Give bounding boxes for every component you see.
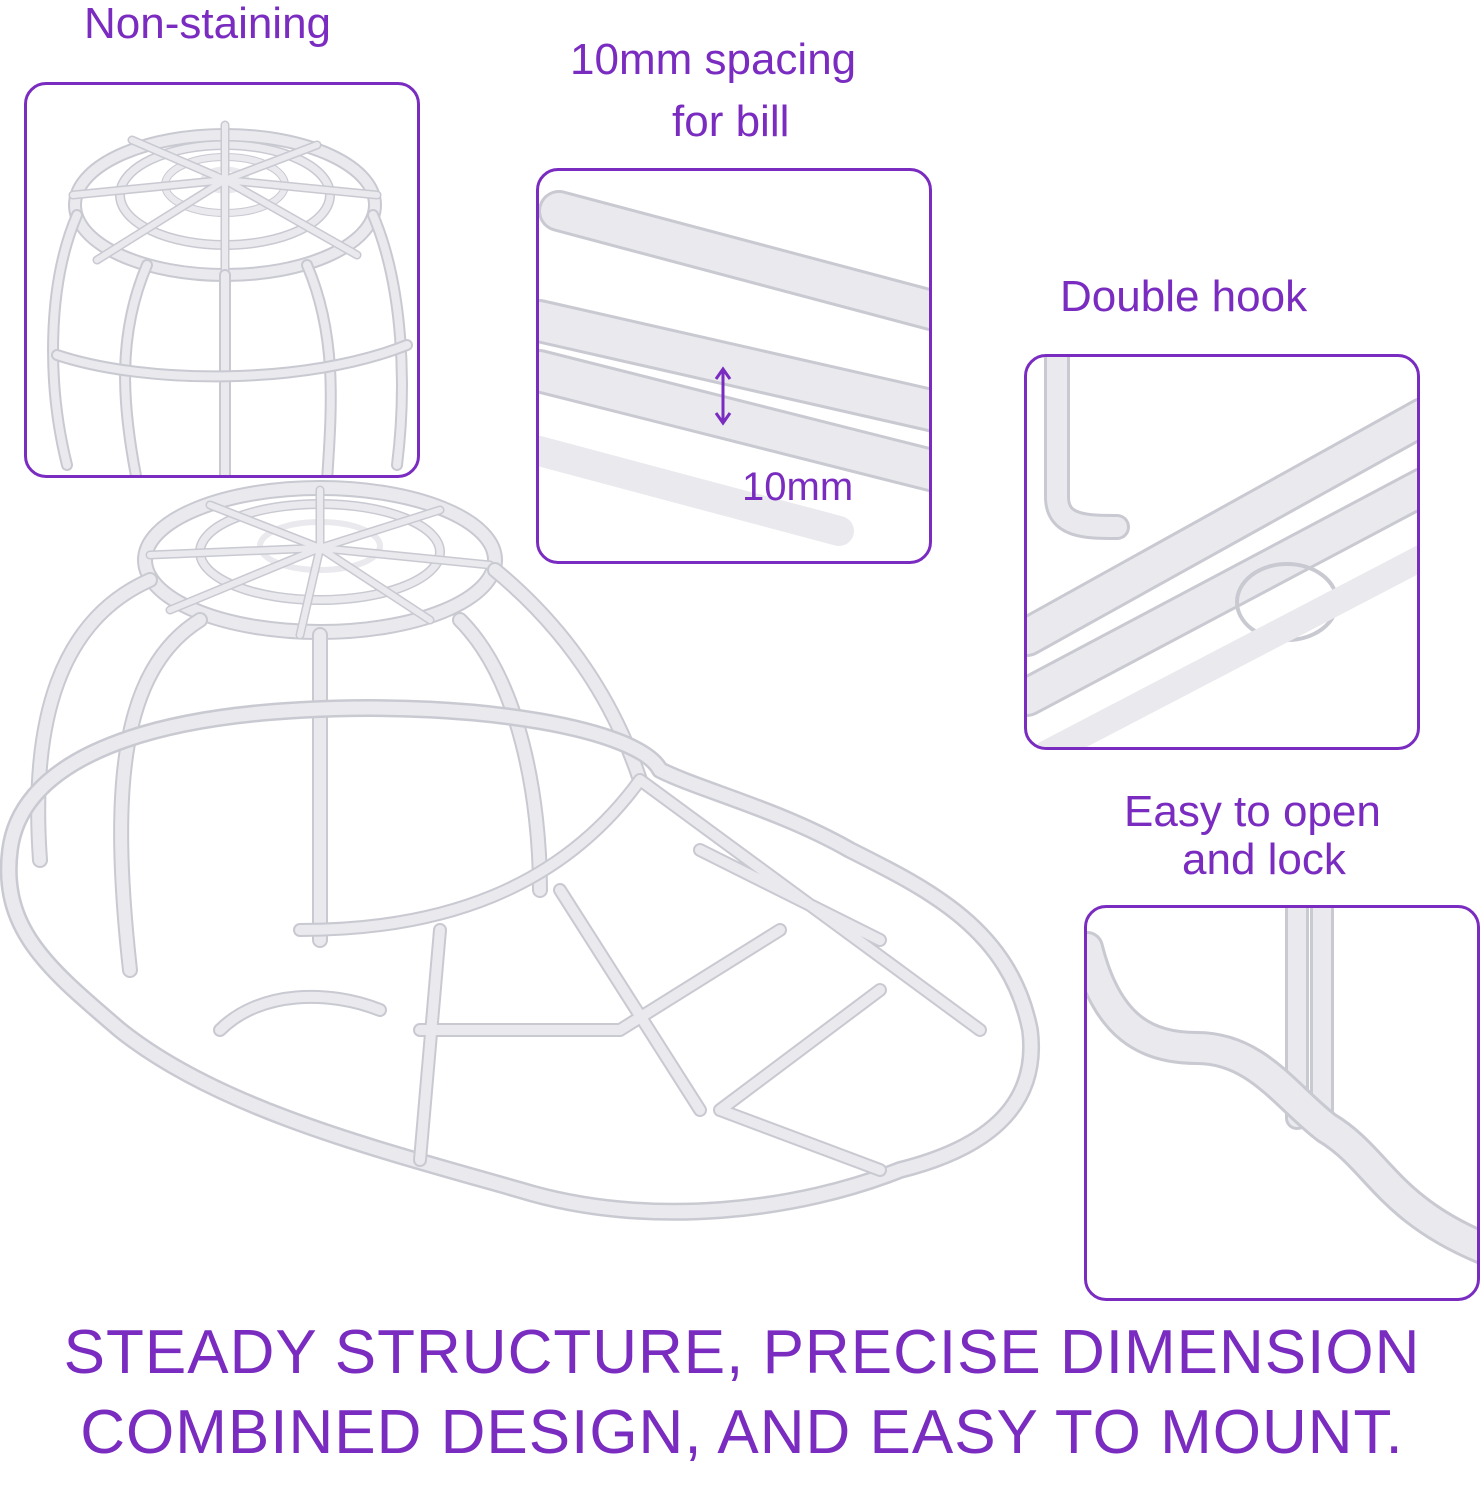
caption-line-2: COMBINED DESIGN, AND EASY TO MOUNT. xyxy=(80,1398,1404,1467)
lock-closeup-image xyxy=(1087,908,1477,1264)
caption-line-1: STEADY STRUCTURE, PRECISE DIMENSION xyxy=(63,1318,1421,1387)
label-spacing-line2: for bill xyxy=(672,97,790,146)
crown-closeup-image xyxy=(47,120,413,475)
label-non-staining: Non-staining xyxy=(84,0,332,48)
label-double-hook: Double hook xyxy=(1060,272,1308,321)
cap-frame-main-image xyxy=(0,480,1041,1221)
label-spacing-measure: 10mm xyxy=(742,465,854,509)
label-easy-line2: and lock xyxy=(1182,835,1346,884)
double-arrow-vertical-icon xyxy=(714,366,732,426)
panel-non-staining xyxy=(24,82,420,478)
panel-spacing: 10mm xyxy=(536,168,932,564)
label-easy-line1: Easy to open xyxy=(1124,787,1381,836)
double-hook-closeup-image xyxy=(1027,357,1417,747)
bill-spacing-closeup-image xyxy=(539,190,929,546)
label-spacing-line1: 10mm spacing xyxy=(570,35,857,84)
panel-double-hook xyxy=(1024,354,1420,750)
panel-easy-lock xyxy=(1084,905,1480,1301)
